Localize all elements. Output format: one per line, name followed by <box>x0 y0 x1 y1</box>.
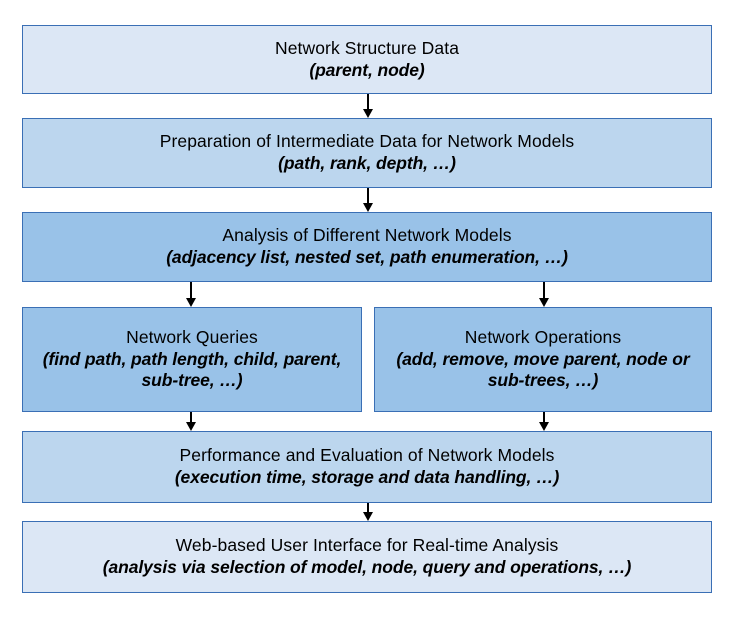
arrow-analysis-to-queries <box>185 282 196 307</box>
node-title: Network Queries <box>126 326 258 347</box>
node-subtitle: (add, remove, move parent, node or sub-t… <box>396 348 690 391</box>
node-title: Analysis of Different Network Models <box>222 225 512 246</box>
node-subtitle: (analysis via selection of model, node, … <box>102 557 632 577</box>
node-network-queries[interactable]: Network Queries (find path, path length,… <box>22 307 362 412</box>
node-subtitle: (parent, node) <box>309 59 425 80</box>
arrow-performance-to-webui <box>362 503 373 521</box>
node-title: Network Structure Data <box>274 37 460 58</box>
node-title: Preparation of Intermediate Data for Net… <box>159 131 575 152</box>
node-preparation-intermediate-data[interactable]: Preparation of Intermediate Data for Net… <box>22 118 712 188</box>
node-network-structure-data[interactable]: Network Structure Data (parent, node) <box>22 25 712 94</box>
arrow-analysis-to-operations <box>538 282 549 307</box>
arrow-operations-to-performance <box>538 412 549 431</box>
arrow-structure-to-preparation <box>362 94 373 118</box>
node-subtitle: (execution time, storage and data handli… <box>174 467 560 487</box>
node-web-based-user-interface[interactable]: Web-based User Interface for Real-time A… <box>22 521 712 593</box>
node-subtitle: (path, rank, depth, …) <box>278 153 456 173</box>
node-network-operations[interactable]: Network Operations (add, remove, move pa… <box>374 307 712 412</box>
node-title: Performance and Evaluation of Network Mo… <box>179 445 555 466</box>
node-subtitle: (find path, path length, child, parent, … <box>42 348 342 391</box>
node-title: Network Operations <box>464 326 622 347</box>
node-title: Web-based User Interface for Real-time A… <box>175 535 559 556</box>
arrow-preparation-to-analysis <box>362 188 373 212</box>
node-subtitle: (adjacency list, nested set, path enumer… <box>166 247 568 267</box>
node-analysis-network-models[interactable]: Analysis of Different Network Models (ad… <box>22 212 712 282</box>
node-performance-evaluation[interactable]: Performance and Evaluation of Network Mo… <box>22 431 712 503</box>
arrow-queries-to-performance <box>185 412 196 431</box>
